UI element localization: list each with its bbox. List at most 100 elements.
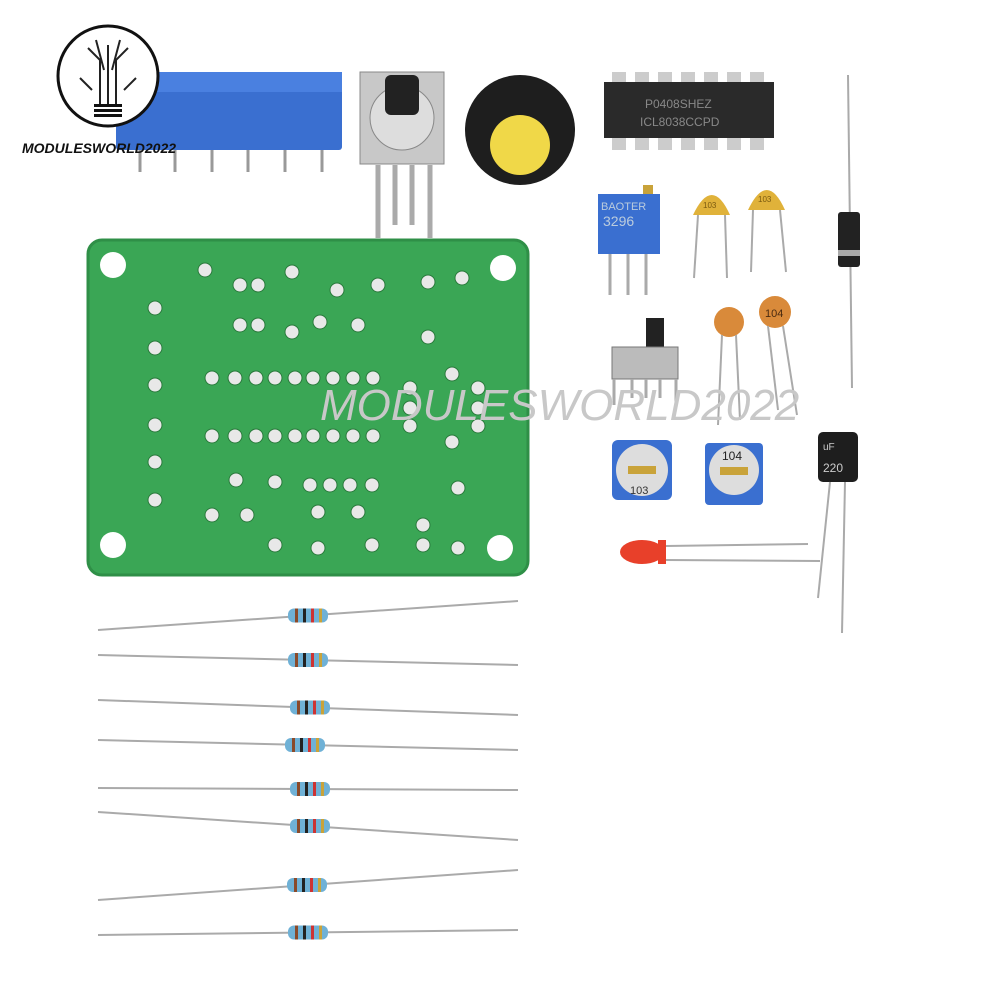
pcb-pad xyxy=(305,428,321,444)
pcb-pad xyxy=(350,504,366,520)
pcb-pad xyxy=(267,537,283,553)
pcb-pad xyxy=(312,314,328,330)
pcb-pad xyxy=(420,329,436,345)
pcb-pad xyxy=(450,540,466,556)
ic-line2: P0408SHEZ xyxy=(645,97,712,111)
pcb-pad xyxy=(402,380,418,396)
pcb-pad xyxy=(302,477,318,493)
logo: MODULESWORLD2022 xyxy=(22,24,176,156)
pcb-pad xyxy=(350,317,366,333)
pcb-pad xyxy=(267,428,283,444)
pcb-pad xyxy=(204,428,220,444)
capacitor-value: 220 xyxy=(823,461,843,475)
pcb-pad xyxy=(364,477,380,493)
pcb-pad xyxy=(287,428,303,444)
ceramic-capacitor-2: 103 xyxy=(748,190,787,273)
ic-line1: ICL8038CCPD xyxy=(640,115,720,129)
pcb-pad xyxy=(147,492,163,508)
pcb-pad xyxy=(310,540,326,556)
pcb-pad xyxy=(444,366,460,382)
pcb-pad xyxy=(325,428,341,444)
pcb-pad xyxy=(239,507,255,523)
pcb-pad xyxy=(250,277,266,293)
capacitor-label: 104 xyxy=(765,308,783,320)
pcb-pad xyxy=(147,377,163,393)
pcb-pad xyxy=(470,418,486,434)
pcb-pad xyxy=(147,340,163,356)
pcb-pad xyxy=(365,370,381,386)
pcb-pad xyxy=(250,317,266,333)
trimmer-label: 104 xyxy=(722,449,742,463)
pcb-pad xyxy=(227,428,243,444)
pcb-pad xyxy=(415,537,431,553)
pcb-pad xyxy=(329,282,345,298)
multiturn-potentiometer xyxy=(116,72,342,172)
diode xyxy=(838,74,860,389)
resistor xyxy=(97,738,519,752)
pcb-pad xyxy=(267,474,283,490)
pcb-pad xyxy=(345,370,361,386)
pcb-pad xyxy=(248,428,264,444)
resistor xyxy=(97,653,519,667)
pcb-pad xyxy=(197,262,213,278)
resistor xyxy=(97,699,519,716)
pcb-pad xyxy=(365,428,381,444)
ceramic-capacitor-orange-2: 104 xyxy=(759,296,798,416)
pcb-pad xyxy=(267,370,283,386)
trimmer-label: 103 xyxy=(630,485,648,497)
pcb-pad xyxy=(470,400,486,416)
watermark-text: MODULESWORLD2022 xyxy=(320,381,799,430)
capacitor-label: 103 xyxy=(703,201,717,210)
pcb-pad xyxy=(342,477,358,493)
pcb-pad xyxy=(287,370,303,386)
capacitor-label: 103 xyxy=(758,195,772,204)
pcb-pad xyxy=(232,277,248,293)
pcb-pad xyxy=(305,370,321,386)
pcb-pad xyxy=(370,277,386,293)
logo-text: MODULESWORLD2022 xyxy=(22,140,176,156)
electrolytic-capacitor: uF 220 xyxy=(817,432,858,634)
ic-chip: P0408SHEZ ICL8038CCPD xyxy=(604,72,774,150)
resistor xyxy=(97,869,519,901)
pcb-pad xyxy=(204,370,220,386)
pcb-pad xyxy=(147,454,163,470)
pcb-pad xyxy=(232,317,248,333)
pcb-pad xyxy=(402,418,418,434)
small-trimmer-1: 103 xyxy=(612,440,672,500)
pcb-pad xyxy=(284,264,300,280)
resistor xyxy=(97,600,519,631)
resistor xyxy=(97,782,519,796)
pcb-pad xyxy=(248,370,264,386)
pcb-pad xyxy=(364,537,380,553)
trimmer-model: 3296 xyxy=(603,213,634,229)
pcb-pad xyxy=(228,472,244,488)
trimmer-3296: BAOTER 3296 xyxy=(598,185,660,295)
pcb-pad xyxy=(450,480,466,496)
resistor xyxy=(97,925,519,940)
pcb-pad xyxy=(310,504,326,520)
led xyxy=(620,540,821,564)
trimmer-brand: BAOTER xyxy=(601,201,646,213)
capacitor-unit: uF xyxy=(823,442,835,453)
ceramic-capacitor-1: 103 xyxy=(693,195,730,279)
resistors xyxy=(97,600,519,940)
pcb-pad xyxy=(415,517,431,533)
pcb-pad xyxy=(147,300,163,316)
pcb-pad xyxy=(204,507,220,523)
pcb-pad xyxy=(345,428,361,444)
pcb-pad xyxy=(227,370,243,386)
pcb-pad xyxy=(147,417,163,433)
pcb-pad xyxy=(454,270,470,286)
pcb-board xyxy=(86,238,530,577)
knob xyxy=(465,75,575,185)
rotary-potentiometer xyxy=(359,71,445,238)
pcb-pad xyxy=(325,370,341,386)
pcb-pad xyxy=(444,434,460,450)
pcb-pad xyxy=(284,324,300,340)
pcb-pad xyxy=(322,477,338,493)
pcb-pad xyxy=(420,274,436,290)
pcb-pad xyxy=(470,380,486,396)
slide-switch xyxy=(611,318,679,405)
